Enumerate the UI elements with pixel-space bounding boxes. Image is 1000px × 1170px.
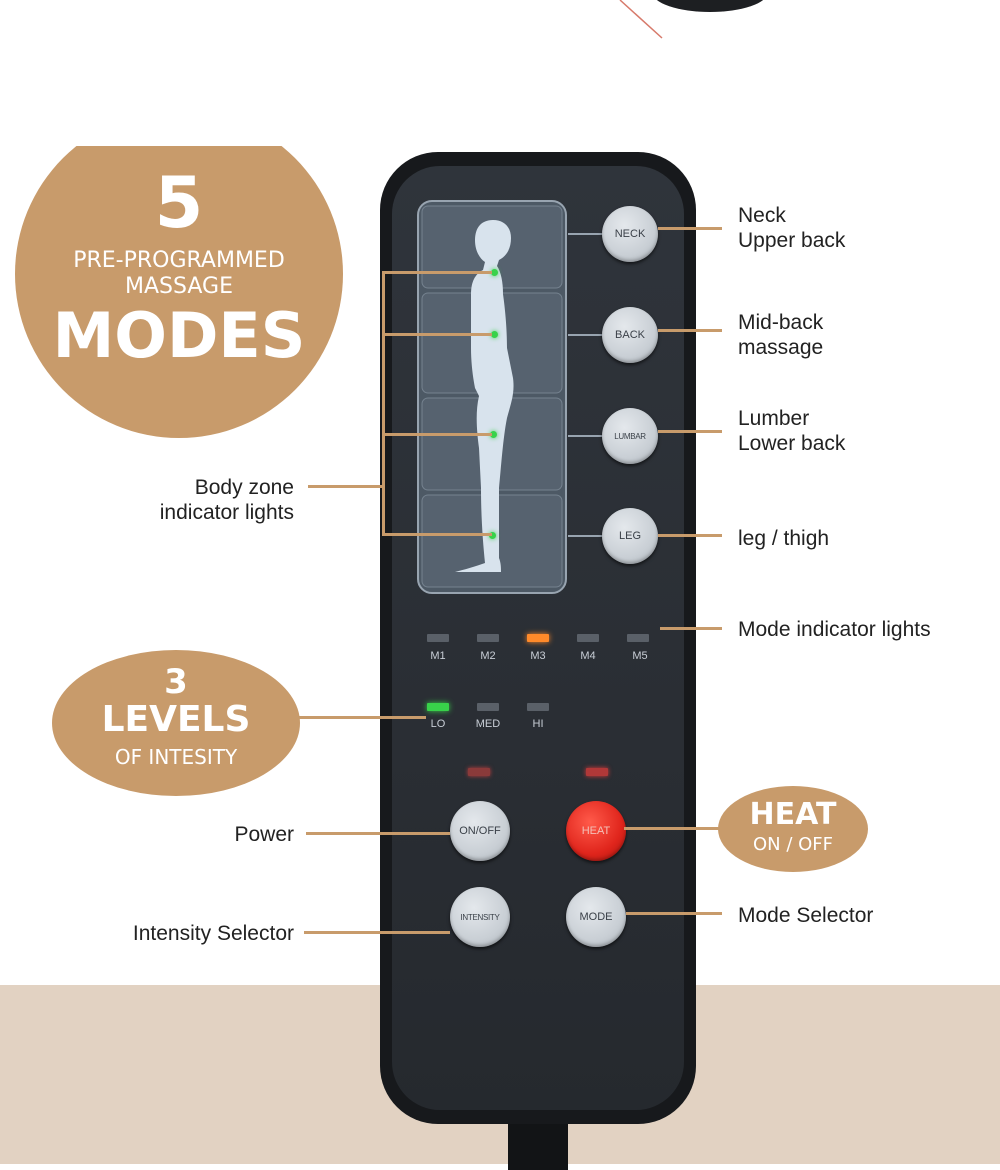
mode-led-m1 <box>427 634 449 642</box>
heat-badge: HEAT ON / OFF <box>718 786 868 872</box>
intensity-button-label: INTENSITY <box>460 912 500 922</box>
mode-led-label-m2: M2 <box>480 650 496 662</box>
back-button[interactable]: BACK <box>602 307 658 363</box>
mode-button-label: MODE <box>579 911 613 923</box>
callout-mode-lights: Mode indicator lights <box>738 618 931 641</box>
levels-leader <box>298 716 426 719</box>
callout-lumbar: Lumber Lower back <box>738 407 846 455</box>
zone-light-lumbar <box>490 431 497 438</box>
lumbar-connector <box>568 435 604 437</box>
power-button[interactable]: ON/OFF <box>450 801 510 861</box>
mode-led-m5 <box>627 634 649 642</box>
levels-badge-number: 3 <box>164 662 188 702</box>
callout-back: Mid-back massage <box>738 311 824 359</box>
power-button-label: ON/OFF <box>459 825 501 837</box>
mode-button[interactable]: MODE <box>566 887 626 947</box>
leg-connector <box>568 535 604 537</box>
leg-button[interactable]: LEG <box>602 508 658 564</box>
mode-led-label-m4: M4 <box>580 650 596 662</box>
leg-leader <box>658 534 722 537</box>
mode-lights-leader <box>660 627 722 630</box>
neck-leader <box>658 227 722 230</box>
neck-connector <box>568 233 604 235</box>
lumbar-leader <box>658 430 722 433</box>
mode-led-label-m3: M3 <box>530 650 546 662</box>
level-led-lo <box>427 703 449 711</box>
level-led-label-hi: HI <box>532 718 544 730</box>
neck-button-label: NECK <box>614 228 646 240</box>
top-cable-graphic <box>619 0 764 39</box>
heat-button[interactable]: HEAT <box>566 801 626 861</box>
callout-body-zone: Body zone indicator lights <box>159 476 294 524</box>
callout-leg: leg / thigh <box>738 527 830 550</box>
mode-led-m2 <box>477 634 499 642</box>
power-status-led <box>468 768 490 776</box>
mode-led-m4 <box>577 634 599 642</box>
back-leader <box>658 329 722 332</box>
zone-light-leg <box>489 532 496 539</box>
levels-badge-line: OF INTESITY <box>114 745 238 769</box>
modes-badge-line2: MASSAGE <box>125 274 233 299</box>
body-zone-bracket-vertical <box>382 272 385 536</box>
back-button-label: BACK <box>615 329 645 341</box>
level-led-label-lo: LO <box>430 718 446 730</box>
level-led-label-med: MED <box>475 718 501 730</box>
heat-badge-line: ON / OFF <box>752 834 833 855</box>
mode-led-label-m5: M5 <box>632 650 648 662</box>
callout-mode-selector: Mode Selector <box>738 904 874 927</box>
mode-selector-leader <box>626 912 722 915</box>
body-zone-leader <box>308 485 384 488</box>
modes-badge-line1: PRE-PROGRAMMED <box>73 248 285 273</box>
level-led-hi <box>527 703 549 711</box>
heat-leader <box>624 827 720 830</box>
zone-light-neck <box>491 269 498 276</box>
modes-badge: 5 PRE-PROGRAMMED MASSAGE MODES <box>15 146 343 438</box>
body-zone-bracket-lumbar <box>382 433 492 436</box>
heat-button-label: HEAT <box>581 825 611 837</box>
modes-badge-word: MODES <box>52 299 306 372</box>
callout-neck: Neck Upper back <box>738 204 846 252</box>
callout-power: Power <box>234 823 294 846</box>
mode-led-label-m1: M1 <box>430 650 446 662</box>
intensity-leader <box>304 931 450 934</box>
neck-button[interactable]: NECK <box>602 206 658 262</box>
modes-badge-number: 5 <box>154 162 204 244</box>
intensity-button[interactable]: INTENSITY <box>450 887 510 947</box>
power-leader <box>306 832 450 835</box>
body-zone-bracket-bottom <box>382 533 492 536</box>
lumbar-button-label: LUMBAR <box>614 431 646 441</box>
heat-badge-word: HEAT <box>749 797 837 832</box>
body-zone-panel <box>417 200 567 594</box>
back-connector <box>568 334 604 336</box>
mode-led-m3 <box>527 634 549 642</box>
callout-intensity: Intensity Selector <box>132 922 294 945</box>
body-zone-bracket-back <box>382 333 492 336</box>
zone-light-back <box>491 331 498 338</box>
level-led-med <box>477 703 499 711</box>
levels-badge-word: LEVELS <box>101 699 251 740</box>
lumbar-button[interactable]: LUMBAR <box>602 408 658 464</box>
levels-badge: 3 LEVELS OF INTESITY <box>52 650 300 796</box>
leg-button-label: LEG <box>618 530 641 542</box>
body-zone-bracket-top <box>382 271 492 274</box>
heat-status-led <box>586 768 608 776</box>
